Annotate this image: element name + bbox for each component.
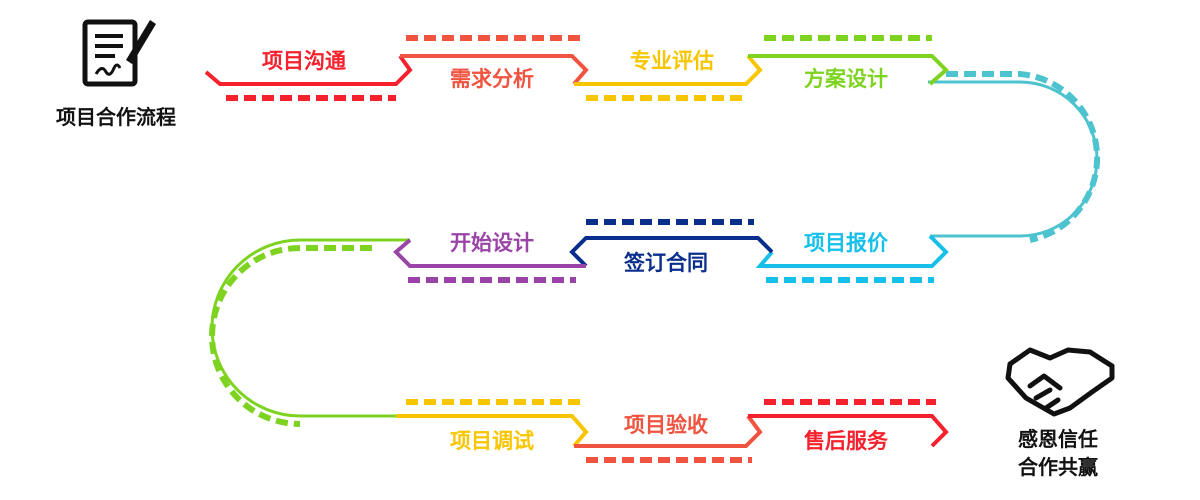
step-8: 项目调试 (396, 399, 589, 453)
step-3: 专业评估 (574, 49, 763, 101)
step-6-line (569, 236, 774, 268)
step-7: 开始设计 (393, 231, 586, 283)
handshake-icon (1005, 347, 1115, 417)
step-3-line (574, 54, 763, 86)
step-8-line (396, 414, 589, 448)
step-5: 项目报价 (755, 231, 949, 283)
step-1-line (204, 54, 413, 86)
step-6: 签订合同 (569, 219, 774, 275)
step-1-label: 项目沟通 (262, 49, 346, 73)
document-signature-icon (82, 19, 156, 87)
step-2-line (400, 54, 589, 86)
step-6-label: 签订合同 (623, 251, 708, 275)
step-10: 售后服务 (748, 399, 949, 453)
step-5-line (755, 234, 949, 268)
step-10-line (748, 414, 949, 448)
step-7-label: 开始设计 (450, 231, 534, 255)
step-8-label: 项目调试 (450, 429, 534, 453)
step-7-line (393, 238, 586, 268)
right-connector-curve (928, 71, 1101, 243)
step-2-label: 需求分析 (450, 67, 534, 91)
step-4-label: 方案设计 (804, 67, 888, 91)
step-1: 项目沟通 (204, 49, 413, 101)
closing-line-2: 合作共赢 (1018, 455, 1098, 479)
left-connector-curve (209, 238, 410, 427)
step-4: 方案设计 (748, 35, 949, 91)
step-3-label: 专业评估 (630, 49, 714, 73)
step-2: 需求分析 (400, 35, 589, 91)
closing-line-1: 感恩信任 (1018, 427, 1098, 451)
step-9-line (574, 414, 763, 448)
step-4-line (748, 54, 949, 86)
step-9: 项目验收 (574, 413, 763, 463)
step-9-label: 项目验收 (624, 413, 708, 437)
diagram-title: 项目合作流程 (56, 105, 176, 129)
step-5-label: 项目报价 (804, 231, 889, 255)
step-10-label: 售后服务 (804, 429, 889, 453)
